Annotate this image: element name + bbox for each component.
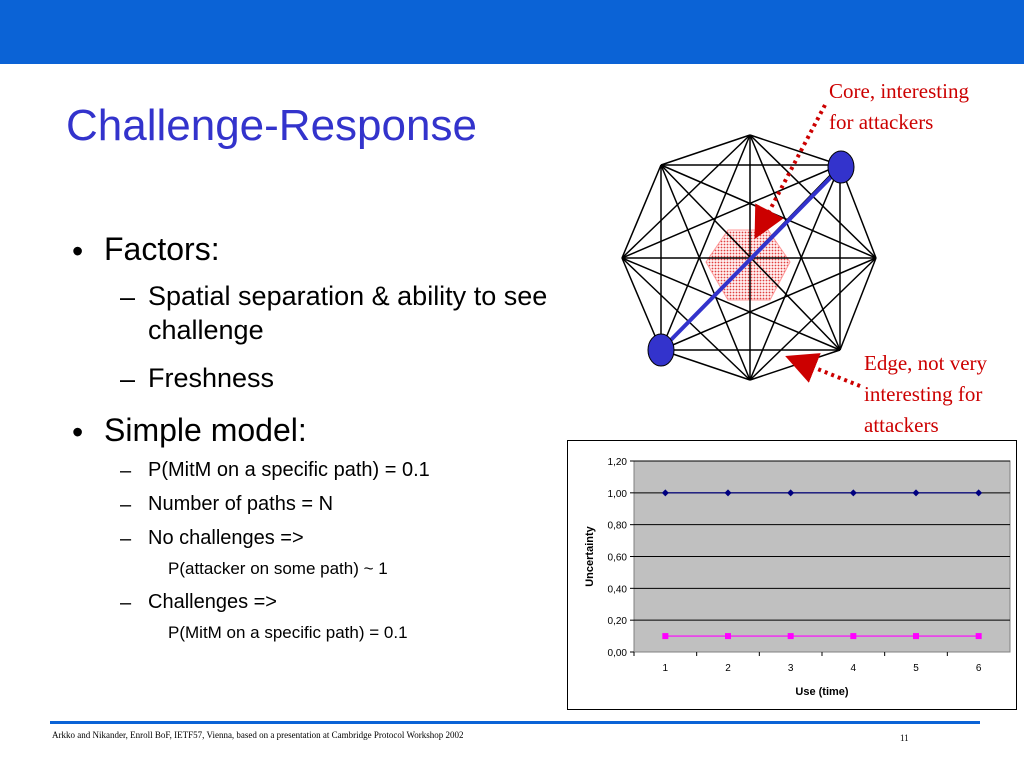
data-point	[662, 633, 669, 640]
edge-callout: Edge, not very interesting for attackers	[864, 348, 987, 441]
data-point	[975, 489, 983, 497]
footer-rule	[50, 721, 980, 724]
data-point	[849, 489, 857, 497]
data-point	[724, 489, 732, 497]
data-point	[912, 489, 920, 497]
x-tick-label: 4	[851, 663, 857, 674]
network-edge	[621, 134, 751, 259]
data-point	[975, 633, 982, 640]
dash-marker: –	[120, 592, 132, 614]
network-edge	[660, 257, 877, 351]
data-point	[913, 633, 919, 640]
sub-sub-bullet-p-mitm: P(MitM on a specific path) = 0.1	[168, 623, 408, 642]
network-edge	[660, 164, 751, 381]
y-tick-label: 1,20	[608, 457, 628, 468]
x-tick-label: 5	[913, 663, 919, 674]
dash-marker: –	[120, 364, 136, 394]
core-callout-line: for attackers	[829, 110, 934, 134]
data-point	[850, 633, 857, 640]
edge-callout-line: attackers	[864, 413, 939, 437]
sub-sub-bullet-p-attacker: P(attacker on some path) ~ 1	[168, 559, 388, 578]
network-edge	[749, 257, 877, 381]
network-edge	[621, 257, 662, 351]
y-tick-label: 0,20	[608, 616, 628, 627]
x-axis-label: Use (time)	[795, 686, 849, 698]
x-tick-label: 1	[663, 663, 669, 674]
sub-bullet-num-paths: Number of paths = N	[148, 493, 334, 515]
data-point	[787, 633, 794, 640]
network-edge	[749, 134, 841, 166]
core-callout: Core, interesting for attackers	[829, 76, 969, 138]
y-axis-label: Uncertainty	[584, 525, 596, 586]
edge-callout-arrow	[785, 353, 861, 388]
network-edge	[660, 349, 751, 381]
sub-bullet-challenges: Challenges =>	[148, 591, 277, 613]
core-callout-line: Core, interesting	[829, 79, 969, 103]
y-tick-label: 0,00	[608, 648, 628, 659]
sub-bullet-spatial: Spatial separation & ability to see chal…	[148, 281, 548, 345]
header-band	[0, 0, 1024, 64]
network-edge	[749, 164, 841, 381]
dash-marker: –	[120, 460, 132, 482]
page-number: 11	[900, 733, 909, 743]
slide-title: Challenge-Response	[66, 101, 477, 150]
dash-marker: –	[120, 282, 136, 312]
data-point	[661, 489, 669, 497]
sub-bullet-no-challenges: No challenges =>	[148, 527, 304, 549]
sub-bullet-p-mitm: P(MitM on a specific path) = 0.1	[148, 459, 430, 481]
sub-bullet-freshness: Freshness	[148, 363, 275, 393]
y-tick-label: 1,00	[608, 489, 628, 500]
long-path-line	[659, 165, 843, 352]
bullet-factors: Factors:	[104, 231, 220, 267]
dash-marker: –	[120, 494, 132, 516]
footer-citation: Arkko and Nikander, Enroll BoF, IETF57, …	[52, 730, 464, 740]
network-edge	[749, 134, 841, 351]
bullet-simple-model: Simple model:	[104, 412, 307, 448]
network-edge	[621, 164, 662, 259]
y-tick-label: 0,80	[608, 521, 628, 532]
data-point	[787, 489, 795, 497]
dash-marker: –	[120, 528, 132, 550]
x-tick-label: 2	[725, 663, 731, 674]
core-callout-arrow	[754, 104, 827, 240]
network-edge	[621, 164, 841, 259]
network-edge	[749, 349, 841, 381]
y-tick-label: 0,60	[608, 553, 628, 564]
network-edge	[621, 257, 751, 381]
network-edge	[660, 134, 751, 166]
network-edges	[621, 134, 877, 381]
x-tick-label: 6	[976, 663, 982, 674]
bullet-marker: •	[72, 414, 84, 450]
x-tick-label: 3	[788, 663, 794, 674]
core-node	[827, 150, 855, 184]
network-edge	[839, 257, 877, 351]
edge-callout-line: interesting for	[864, 382, 983, 406]
data-point	[725, 633, 731, 640]
edge-node	[647, 333, 675, 367]
y-tick-label: 0,40	[608, 584, 628, 595]
network-edge	[660, 134, 751, 351]
bullet-marker: •	[72, 233, 84, 269]
network-edge	[621, 257, 841, 351]
edge-callout-line: Edge, not very	[864, 351, 988, 375]
